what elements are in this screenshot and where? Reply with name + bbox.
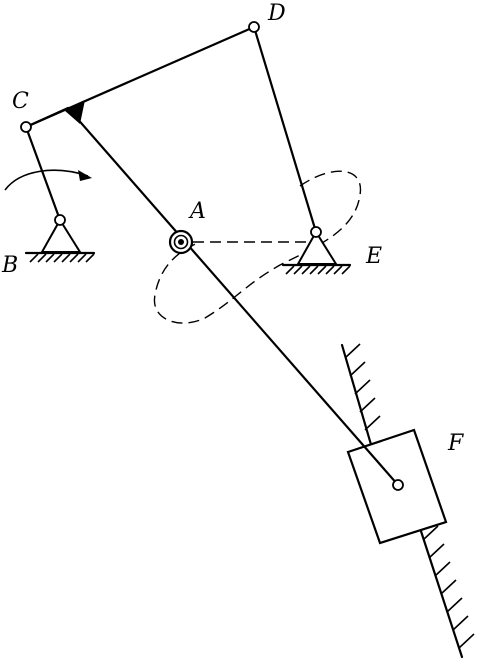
link-c-corner xyxy=(24,106,70,129)
tracing-point-a xyxy=(168,229,194,255)
label-e: E xyxy=(365,244,382,269)
slider-guide xyxy=(340,343,475,659)
ground-support-e xyxy=(281,230,352,275)
link-d-e xyxy=(252,25,318,234)
crank-b-c xyxy=(24,125,62,222)
link-c-a-f xyxy=(66,106,400,487)
slider-guide-hatching xyxy=(344,343,475,649)
label-a: A xyxy=(188,199,206,224)
joint-f xyxy=(392,479,404,491)
label-c: C xyxy=(12,89,29,114)
rigid-joint-marker xyxy=(64,100,85,124)
joint-d xyxy=(248,21,260,33)
coupler-curve xyxy=(153,170,362,324)
rotation-arrow-icon xyxy=(4,169,92,191)
label-f: F xyxy=(447,431,464,456)
ground-support-b xyxy=(24,218,96,263)
joint-e xyxy=(310,226,322,238)
label-b: B xyxy=(1,253,18,278)
joint-b xyxy=(54,214,66,226)
joint-c xyxy=(20,121,32,133)
label-d: D xyxy=(267,1,286,26)
